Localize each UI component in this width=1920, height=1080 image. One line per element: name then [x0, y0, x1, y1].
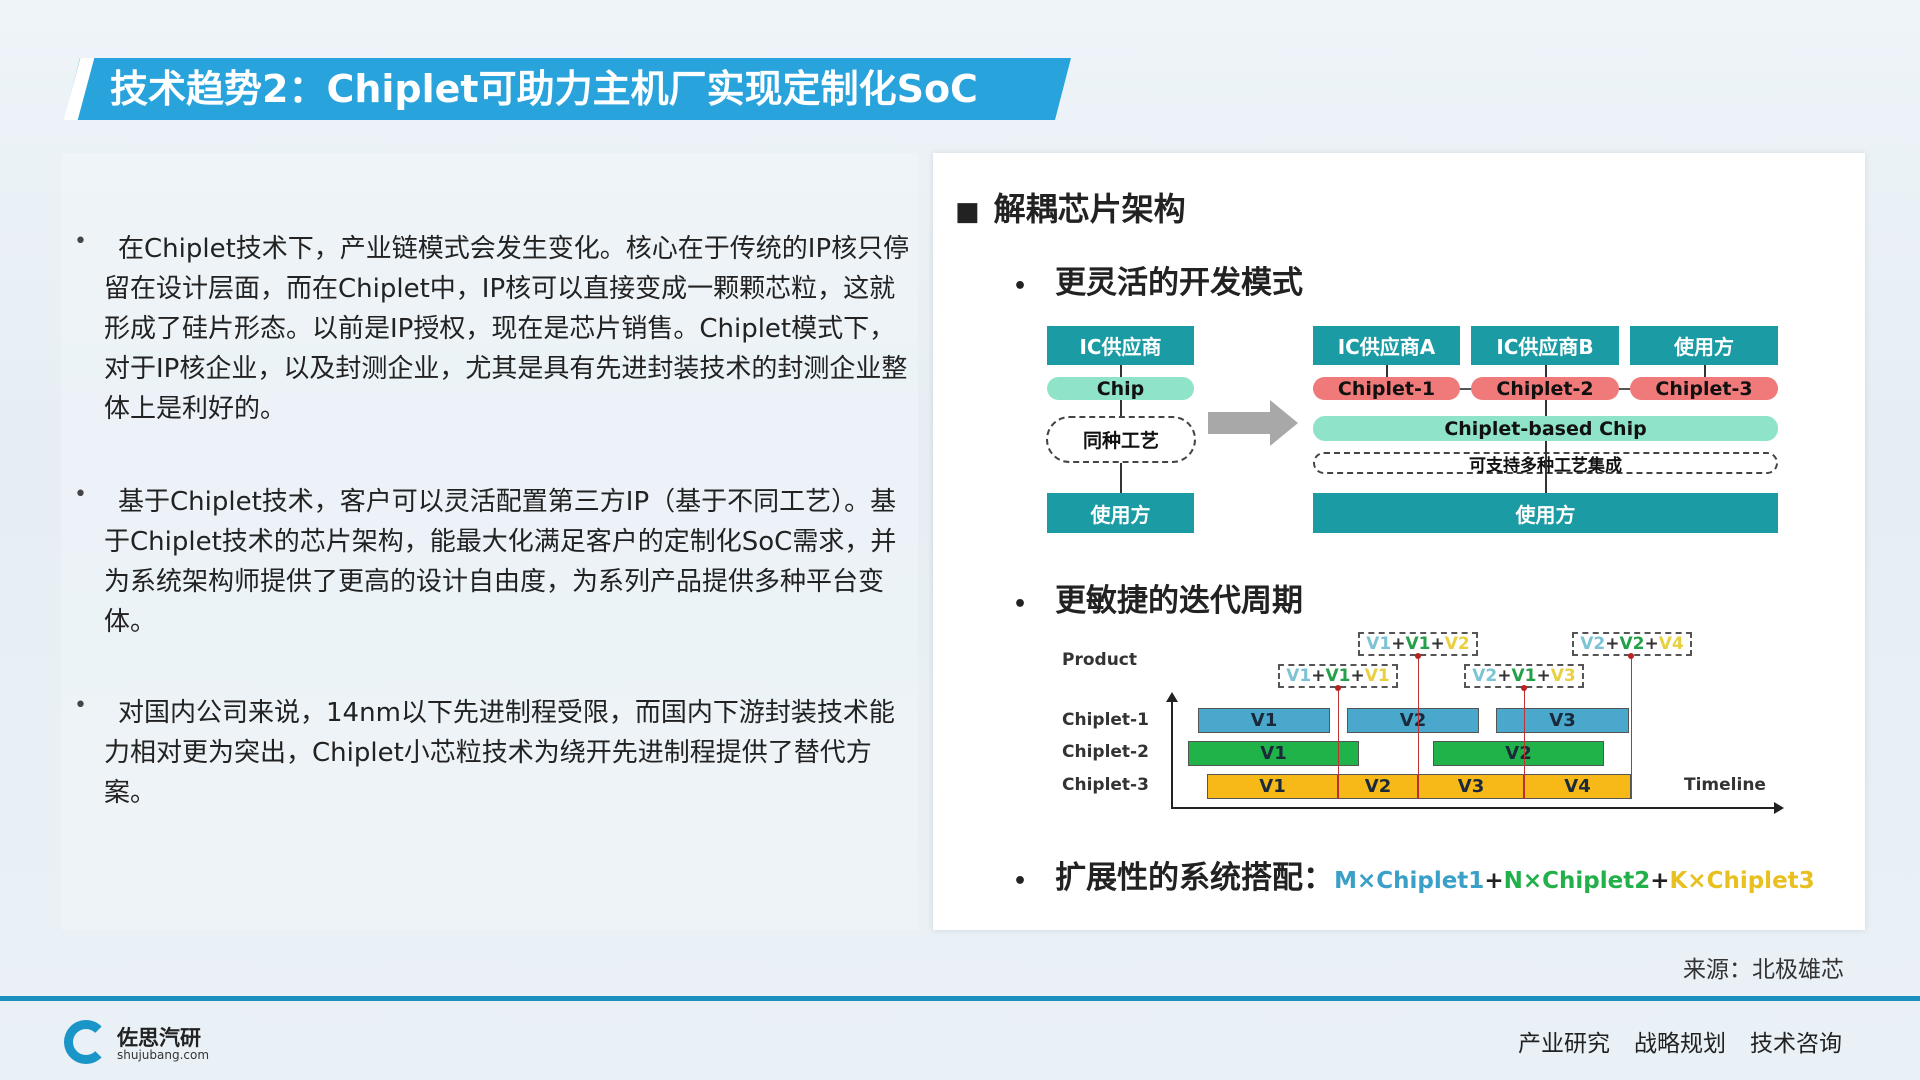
arrow-down-icon — [1120, 463, 1122, 493]
y-axis — [1171, 698, 1173, 809]
footer-link-consulting[interactable]: 技术咨询 — [1750, 1031, 1842, 1057]
arrow-down-icon — [1545, 400, 1547, 416]
user-top-box: 使用方 — [1630, 326, 1778, 365]
chiplet3-v4-bar: V4 — [1524, 774, 1631, 799]
axis-arrow-icon — [1166, 692, 1178, 702]
row-label: Chiplet-3 — [1062, 775, 1149, 795]
logo-icon — [64, 1020, 108, 1064]
source-note: 来源：北极雄芯 — [1683, 957, 1844, 983]
user-bar: 使用方 — [1313, 493, 1778, 533]
section-heading: ■ 解耦芯片架构 — [955, 184, 1186, 230]
x-axis — [1171, 807, 1776, 809]
timeline-label: Timeline — [1684, 775, 1766, 795]
chiplet3-v2-bar: V2 — [1338, 774, 1418, 799]
subsection-title: 更灵活的开发模式 — [1055, 265, 1304, 301]
bullet: • — [74, 693, 87, 718]
arrow-right-icon — [1208, 400, 1298, 446]
paragraph-2: 基于Chiplet技术，客户可以灵活配置第三方IP（基于不同工艺）。基于Chip… — [104, 487, 897, 637]
connector — [1704, 365, 1706, 377]
chiplet3-v3-bar: V3 — [1418, 774, 1524, 799]
product-box-1: V1+V1+V1 — [1278, 664, 1398, 688]
formula-m: M×Chiplet1 — [1334, 868, 1485, 894]
chiplet2-v2-bar: V2 — [1433, 741, 1604, 766]
connector — [1120, 365, 1122, 377]
axis-arrow-icon — [1774, 802, 1784, 814]
release-dot — [1628, 653, 1634, 659]
chiplet-3-pill: Chiplet-3 — [1630, 377, 1778, 400]
footer-links: 产业研究 战略规划 技术咨询 — [1518, 1024, 1842, 1058]
ic-supplier-a-box: IC供应商A — [1313, 326, 1460, 365]
subsection-agile: • 更敏捷的迭代周期 — [1013, 575, 1303, 620]
bullet: • — [74, 482, 87, 507]
chiplet1-v3-bar: V3 — [1496, 708, 1629, 733]
footer-divider — [0, 996, 1920, 1001]
logo-name: 佐思汽研 — [117, 1026, 201, 1050]
release-line — [1631, 656, 1632, 799]
row-label: Chiplet-1 — [1062, 710, 1149, 730]
subsection-title: 扩展性的系统搭配： — [1055, 860, 1335, 896]
user-box: 使用方 — [1047, 493, 1194, 533]
chiplet1-v1-bar: V1 — [1198, 708, 1330, 733]
connector — [1386, 365, 1388, 377]
logo-url: shujubang.com — [117, 1048, 210, 1062]
bullet: • — [1013, 274, 1028, 299]
formula-plus: + — [1650, 868, 1670, 894]
bullet: • — [1013, 869, 1028, 894]
ic-supplier-box: IC供应商 — [1047, 326, 1194, 365]
square-bullet-icon: ■ — [955, 197, 980, 227]
chiplet-1-pill: Chiplet-1 — [1313, 377, 1460, 400]
page-title: 技术趋势2：Chiplet可助力主机厂实现定制化SoC — [110, 67, 978, 111]
arrow-down-icon — [1545, 441, 1547, 493]
connector — [1545, 365, 1547, 377]
chiplet1-v2-bar: V2 — [1347, 708, 1479, 733]
subsection-title: 更敏捷的迭代周期 — [1055, 583, 1304, 619]
product-box-4: V2+V2+V4 — [1572, 632, 1692, 656]
chiplet-based-chip-bar: Chiplet-based Chip — [1313, 416, 1778, 441]
connector — [1120, 400, 1122, 416]
product-label: Product — [1062, 650, 1137, 670]
product-box-3: V2+V1+V3 — [1464, 664, 1584, 688]
footer-link-research[interactable]: 产业研究 — [1518, 1031, 1610, 1057]
paragraph-1: 在Chiplet技术下，产业链模式会发生变化。核心在于传统的IP核只停留在设计层… — [104, 234, 910, 424]
left-text-panel — [61, 153, 918, 930]
formula-plus: + — [1484, 868, 1504, 894]
chip-pill: Chip — [1047, 377, 1194, 400]
subsection-flexible: • 更灵活的开发模式 — [1013, 257, 1303, 302]
title-banner — [64, 58, 1071, 120]
bullet: • — [1013, 592, 1028, 617]
release-line — [1338, 688, 1339, 799]
right-diagram-panel — [933, 153, 1865, 930]
heading-text: 解耦芯片架构 — [993, 190, 1186, 228]
formula-k: K×Chiplet3 — [1669, 868, 1815, 894]
release-line — [1524, 688, 1525, 799]
same-process-box: 同种工艺 — [1046, 416, 1196, 463]
chiplet2-v1-bar: V1 — [1188, 741, 1359, 766]
row-label: Chiplet-2 — [1062, 742, 1149, 762]
bullet: • — [74, 229, 87, 254]
release-dot — [1335, 685, 1341, 691]
ic-supplier-b-box: IC供应商B — [1471, 326, 1619, 365]
formula-n: N×Chiplet2 — [1503, 868, 1651, 894]
release-dot — [1415, 653, 1421, 659]
release-dot — [1521, 685, 1527, 691]
footer-link-strategy[interactable]: 战略规划 — [1634, 1031, 1726, 1057]
paragraph-3: 对国内公司来说，14nm以下先进制程受限，而国内下游封装技术能力相对更为突出，C… — [104, 698, 895, 808]
subsection-scalable: •扩展性的系统搭配：M×Chiplet1+N×Chiplet2+K×Chiple… — [1013, 852, 1815, 897]
chiplet-2-pill: Chiplet-2 — [1471, 377, 1619, 400]
chiplet3-v1-bar: V1 — [1207, 774, 1338, 799]
release-line — [1418, 656, 1419, 799]
